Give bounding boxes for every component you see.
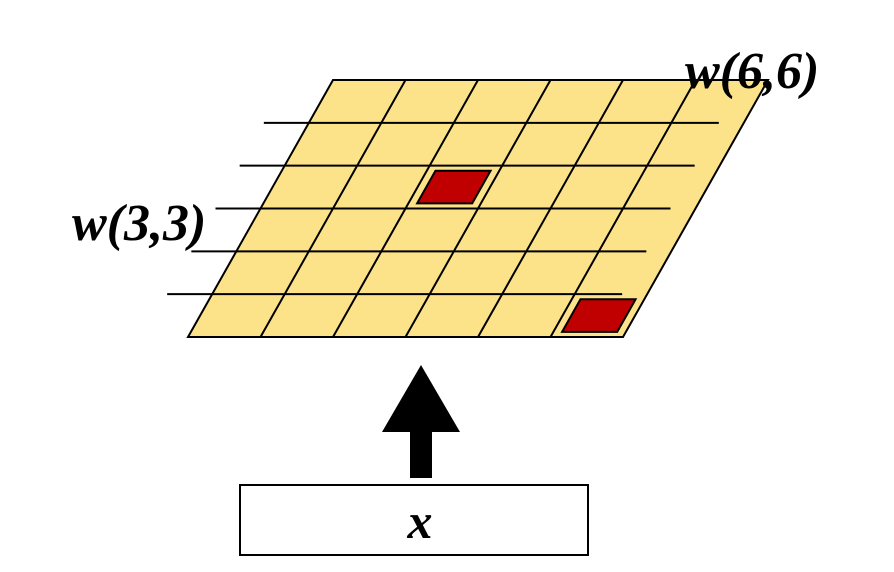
grid-column-line bbox=[477, 79, 624, 338]
input-arrow bbox=[382, 365, 460, 478]
input-box bbox=[239, 484, 589, 556]
input-label: x bbox=[407, 493, 433, 549]
weight-label-w66: w(6,6) bbox=[685, 43, 819, 100]
neuron-grid bbox=[167, 79, 770, 338]
highlighted-neuron-3-3 bbox=[415, 169, 493, 205]
grid-column-line bbox=[332, 79, 479, 338]
highlighted-neuron-6-6 bbox=[560, 298, 638, 333]
weight-label-w33: w(3,3) bbox=[72, 195, 206, 252]
grid-column-line bbox=[259, 79, 407, 338]
grid-column-line bbox=[404, 79, 552, 338]
grid-column-line bbox=[549, 79, 697, 338]
